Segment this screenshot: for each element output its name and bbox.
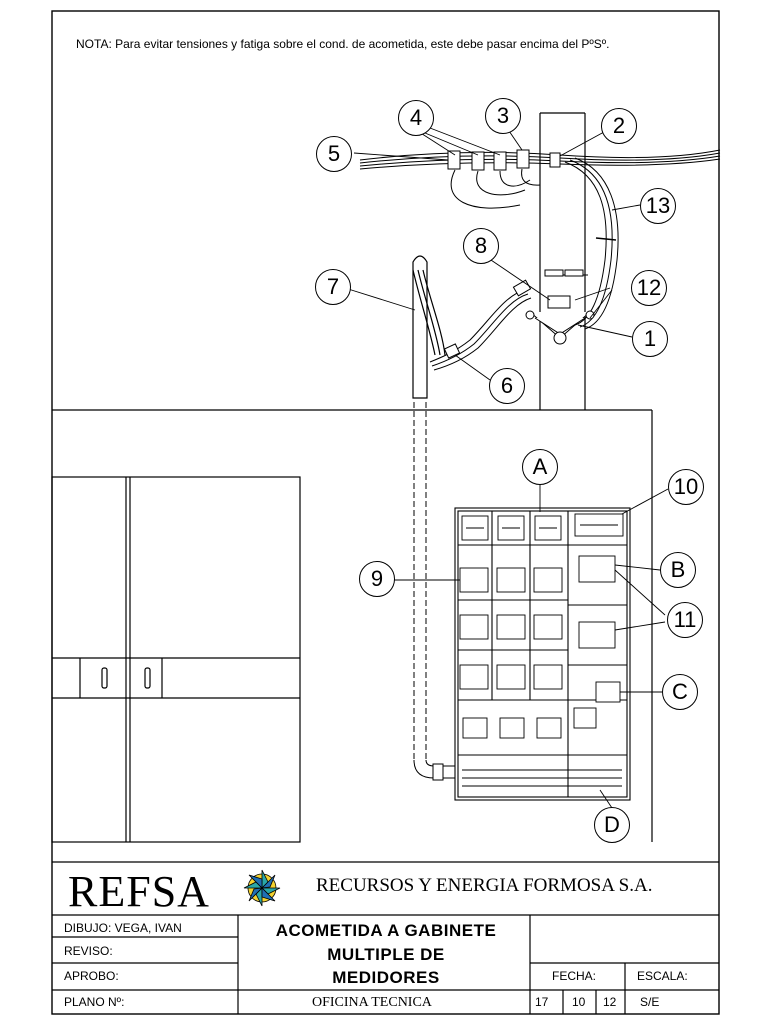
fecha-day: 17 (535, 995, 549, 1009)
meter-breakers (462, 681, 621, 739)
jumper-loops (450, 168, 541, 209)
terminal-bars (462, 769, 622, 787)
callout-5: 5 (316, 136, 352, 172)
callout-6: 6 (489, 368, 525, 404)
refsa-logo-emblem (243, 869, 281, 907)
drawing-frame (51, 10, 720, 1015)
plano-field: PLANO Nº: (64, 995, 125, 1009)
leader-lines (344, 127, 669, 809)
main-breakers (461, 513, 624, 541)
callout-d: D (594, 807, 630, 843)
anchor-bracket (525, 269, 595, 345)
office-name: OFICINA TECNICA (312, 995, 432, 1010)
callout-2: 2 (601, 108, 637, 144)
service-mast (412, 255, 446, 399)
escala-label: ESCALA: (637, 969, 688, 983)
fecha-label: FECHA: (552, 969, 597, 983)
drawing-title-line-2: MULTIPLE DE (327, 945, 445, 964)
buried-conduit (413, 402, 427, 760)
callout-7: 7 (315, 269, 351, 305)
service-drop-cable (564, 157, 619, 330)
reviso-field: REVISO: (64, 944, 113, 958)
callout-8: 8 (463, 228, 499, 264)
callout-10: 10 (668, 469, 704, 505)
fecha-month: 10 (572, 995, 586, 1009)
callout-a: A (522, 449, 558, 485)
callout-c: C (662, 674, 698, 710)
callout-13: 13 (640, 188, 676, 224)
callout-b: B (660, 552, 696, 588)
drop-to-building (429, 289, 532, 371)
drop-clamp (443, 279, 532, 359)
escala-value: S/E (640, 995, 660, 1009)
door (51, 476, 301, 843)
drawing-title-line-1: ACOMETIDA A GABINETE (275, 921, 497, 940)
energy-meters (459, 555, 616, 690)
title-block (52, 861, 719, 1014)
building-wall (52, 409, 653, 842)
callout-11: 11 (667, 602, 703, 638)
callout-1: 1 (632, 321, 668, 357)
company-name: RECURSOS Y ENERGIA FORMOSA S.A. (316, 875, 653, 896)
line-connectors (447, 149, 561, 171)
callout-12: 12 (631, 270, 667, 306)
callout-9: 9 (359, 561, 395, 597)
fecha-year: 12 (603, 995, 617, 1009)
callout-4: 4 (398, 100, 434, 136)
meter-cabinet (454, 507, 631, 801)
dibujo-field: DIBUJO: VEGA, IVAN (64, 921, 182, 935)
conduit-elbow (413, 759, 455, 781)
callout-3: 3 (485, 98, 521, 134)
refsa-logo: REFSA (68, 867, 210, 916)
drawing-note: NOTA: Para evitar tensiones y fatiga sob… (76, 37, 610, 51)
cable-tie-13 (595, 237, 617, 241)
aprobo-field: APROBO: (64, 969, 119, 983)
drawing-title-line-3: MEDIDORES (332, 968, 440, 987)
